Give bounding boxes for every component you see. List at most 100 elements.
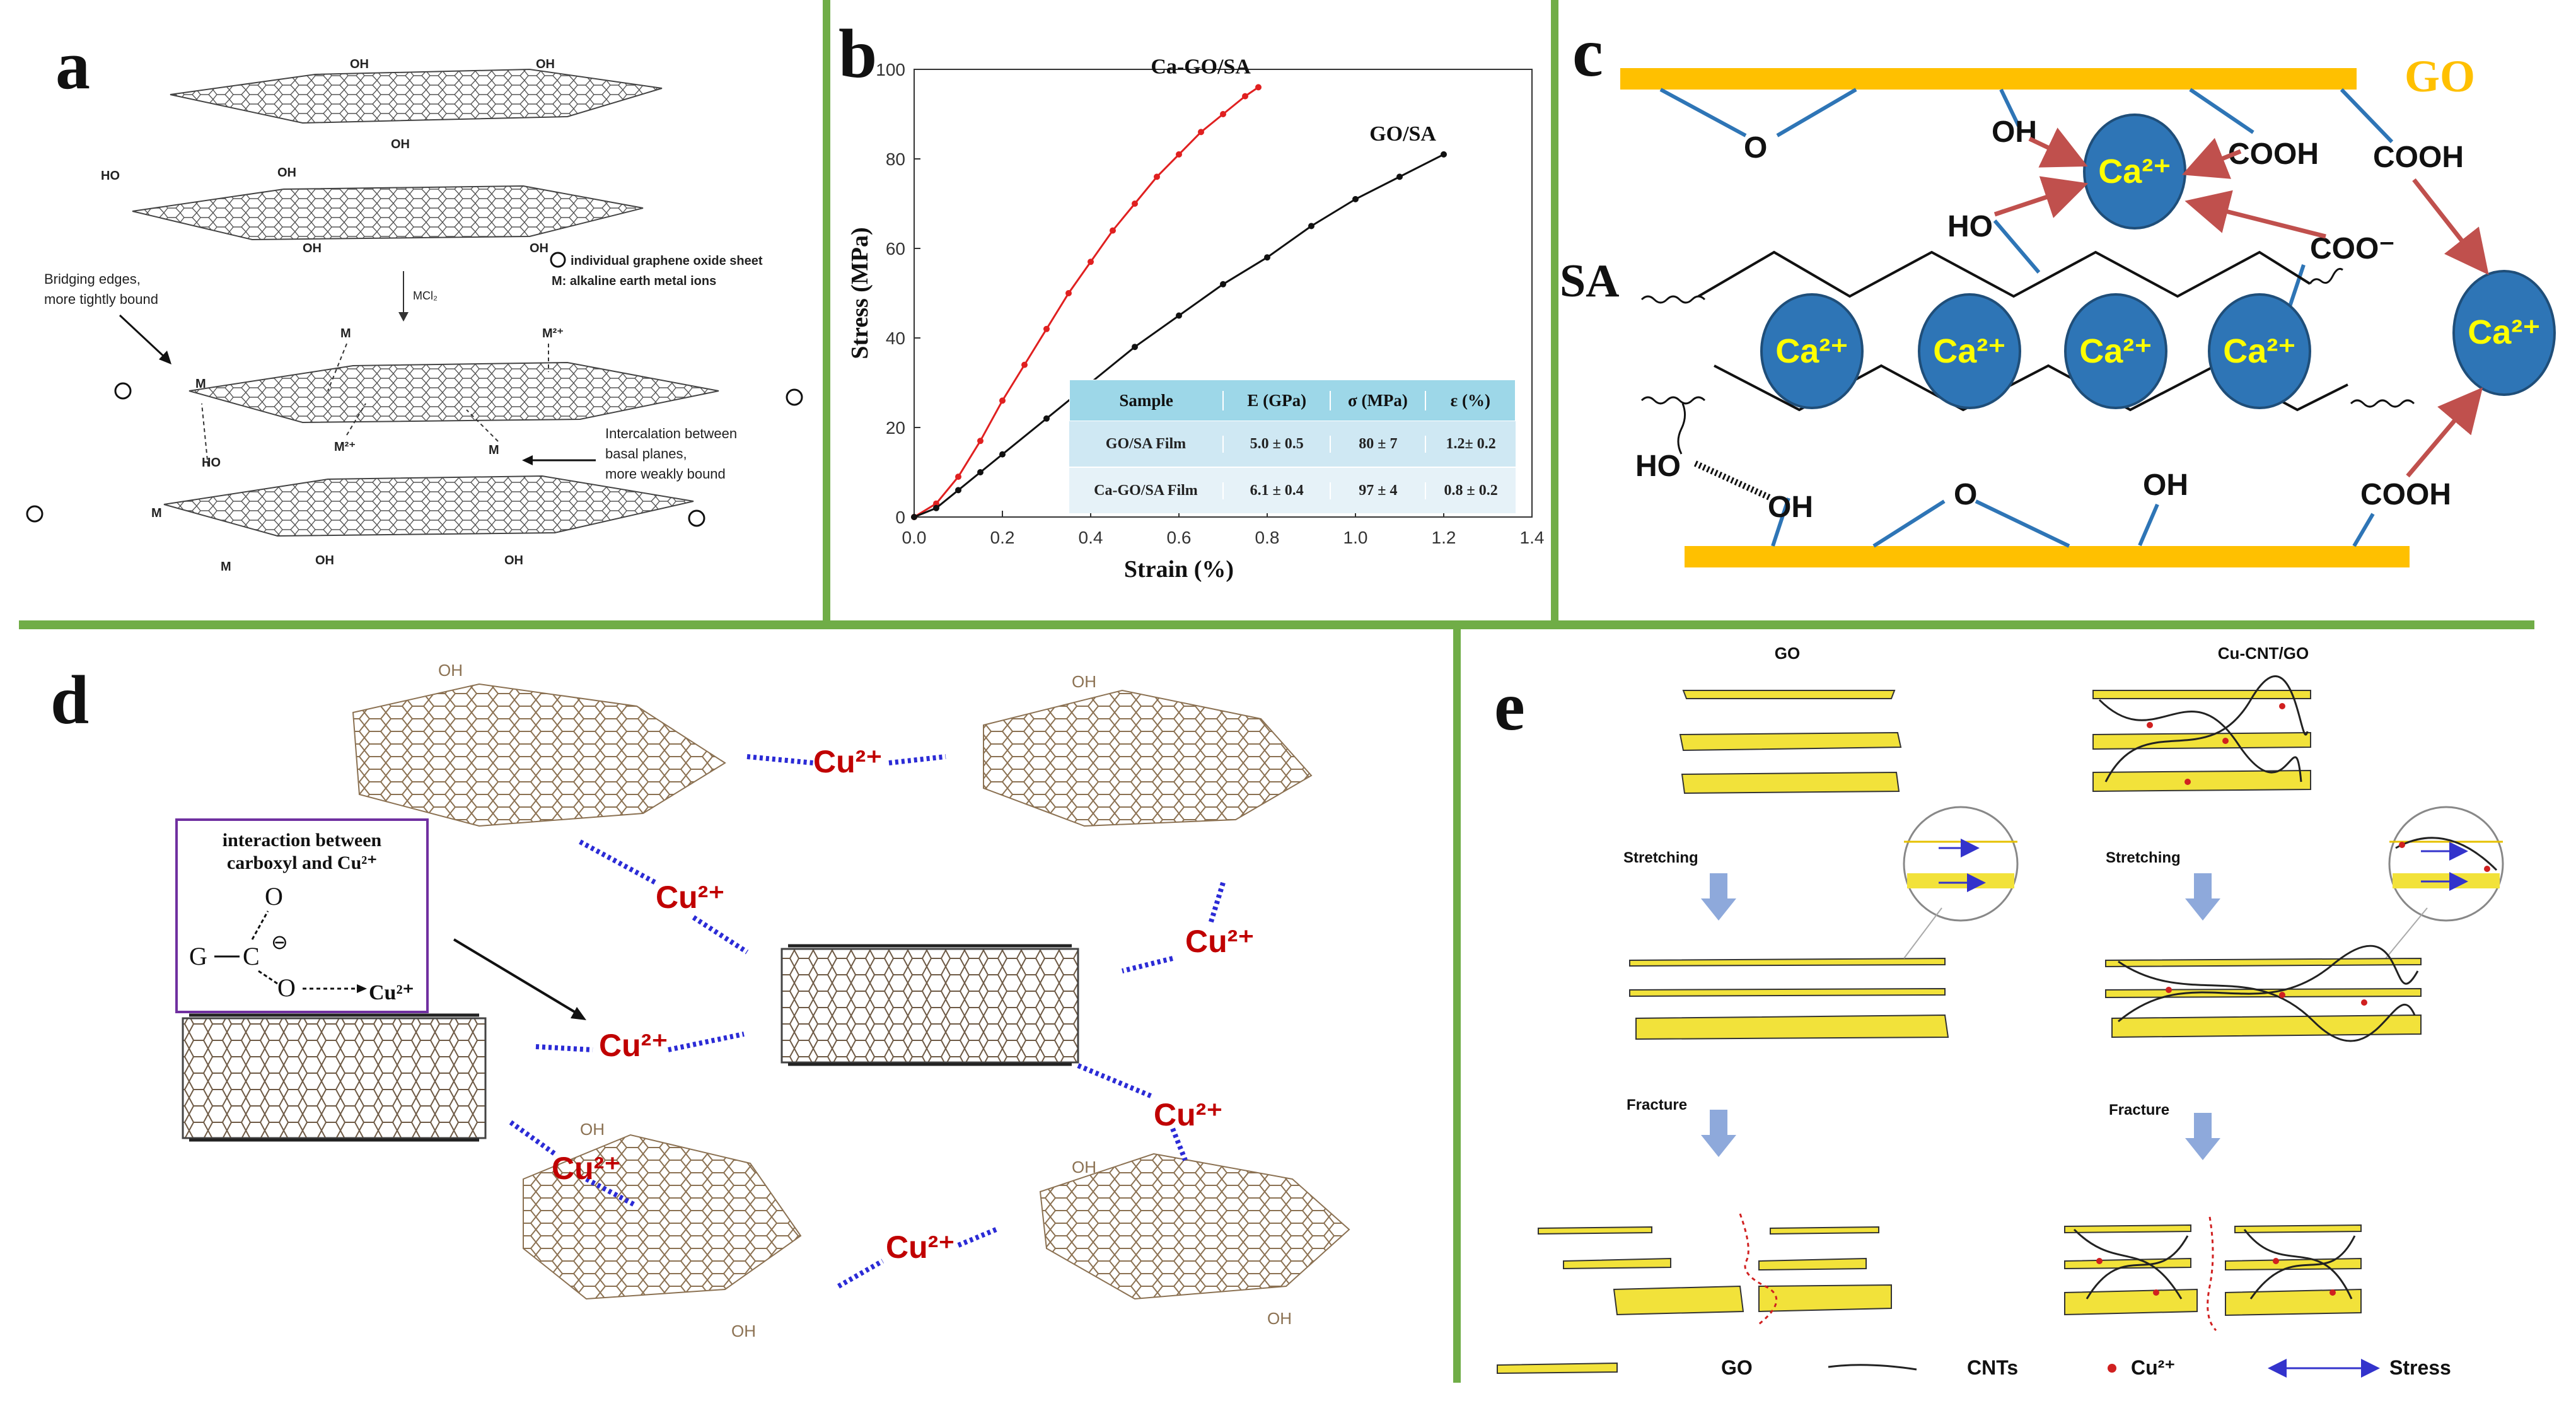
ca-ion-label: Ca²⁺ xyxy=(2468,313,2541,351)
sa-chain-top xyxy=(1697,250,2311,298)
cu-ion: Cu²⁺ xyxy=(599,1028,668,1063)
series-label: Ca-GO/SA xyxy=(1151,55,1251,78)
go-sheet-1 xyxy=(170,68,663,124)
reagent-label: MCl₂ xyxy=(413,289,438,302)
c-cooh-bottom: COOH xyxy=(2360,478,2451,511)
x-tick-label: 1.4 xyxy=(1520,528,1545,547)
panel-e: e GO Cu-CNT/GO Stretching Stretching Fra… xyxy=(1463,631,2576,1401)
ca-ion-label: Ca²⁺ xyxy=(2079,332,2152,370)
data-point xyxy=(1021,361,1028,368)
data-point xyxy=(1198,129,1204,136)
y-tick-label: 40 xyxy=(886,328,905,348)
stretching-label-go: Stretching xyxy=(1623,849,1698,866)
sheet2-oh-b: OH xyxy=(303,241,322,255)
data-point xyxy=(1242,93,1248,100)
c-ho-bottom: HO xyxy=(1635,450,1681,483)
bridging-line-1: Bridging edges, xyxy=(44,271,141,287)
cu-fractured xyxy=(2064,1224,2362,1317)
data-point xyxy=(1220,281,1226,288)
x-tick-label: 0.4 xyxy=(1079,528,1103,547)
box-title-2: carboxyl and Cu²⁺ xyxy=(227,852,377,873)
panel-label-a: a xyxy=(55,26,90,103)
table-cell: 0.8 ± 0.2 xyxy=(1425,482,1516,499)
box-o-bottom: O xyxy=(277,974,296,1002)
data-point xyxy=(933,500,939,507)
fracture-label-cu: Fracture xyxy=(2109,1102,2169,1119)
data-point xyxy=(1043,325,1050,332)
y-tick-label: 0 xyxy=(895,508,905,527)
stretching-label-cu: Stretching xyxy=(2106,849,2181,866)
stretch-arrow-cu xyxy=(2185,873,2220,921)
intercalation-line-1: Intercalation between xyxy=(605,426,737,441)
divider-vertical-ab xyxy=(823,0,830,624)
sheet3-m2: M²⁺ xyxy=(542,327,564,340)
data-point xyxy=(999,397,1006,404)
sheet2-ho: HO xyxy=(101,169,120,183)
ca-ion-chain-4: Ca²⁺ xyxy=(2208,293,2311,409)
go-fractured xyxy=(1538,1226,1892,1316)
plot-frame xyxy=(914,69,1533,518)
data-point xyxy=(1396,173,1403,180)
ca-ion-label: Ca²⁺ xyxy=(1775,332,1848,370)
divider-vertical-bc xyxy=(1551,0,1558,624)
ca-ion-right: Ca²⁺ xyxy=(2452,270,2556,396)
ca-ion-label: Ca²⁺ xyxy=(2098,153,2171,190)
data-point xyxy=(977,438,983,445)
legend-cu-swatch xyxy=(2108,1364,2116,1373)
divider-vertical-de xyxy=(1453,629,1461,1383)
sheet3-m-left: M xyxy=(195,377,206,391)
cu-ion: Cu²⁺ xyxy=(886,1230,955,1265)
x-tick-label: 0.2 xyxy=(990,528,1015,547)
sheet4-m: M xyxy=(221,560,231,574)
box-title-1: interaction between xyxy=(223,830,382,851)
bridging-line-2: more tightly bound xyxy=(44,291,158,307)
c-o-top: O xyxy=(1744,131,1767,165)
sheet3-m-b: M xyxy=(489,443,499,457)
data-point xyxy=(1065,290,1072,296)
intercalation-line-3: more weakly bound xyxy=(605,466,726,482)
go-sheet-2 xyxy=(132,185,644,241)
go-layer-bottom xyxy=(1685,546,2410,567)
box-g: G xyxy=(189,942,207,970)
y-tick-label: 100 xyxy=(876,60,905,79)
table-cell: 97 ± 4 xyxy=(1330,482,1425,499)
data-point xyxy=(1132,344,1138,351)
data-point xyxy=(911,514,917,520)
intercalation-line-2: basal planes, xyxy=(605,446,687,462)
cu-stack-initial xyxy=(2092,675,2311,793)
interaction-box xyxy=(175,818,429,1013)
table-row: Ca-GO/SA Film 6.1 ± 0.4 97 ± 4 0.8 ± 0.2 xyxy=(1069,468,1516,513)
fracture-line-go xyxy=(1739,1213,1778,1325)
data-point xyxy=(1255,84,1262,91)
d-oh-2: OH xyxy=(1072,672,1096,691)
x-axis-label: Strain (%) xyxy=(1124,556,1234,583)
sheet3-m: M xyxy=(340,327,351,340)
legend-metal: M: alkaline earth metal ions xyxy=(552,274,716,288)
mechanical-table: Sample E (GPa) σ (MPa) ε (%) GO/SA Film … xyxy=(1069,380,1516,513)
y-tick-label: 80 xyxy=(886,149,905,169)
panel-d: d OH OH OH OH OH OH xyxy=(0,631,1450,1401)
c-oh-bottom-2: OH xyxy=(2143,468,2188,502)
legend-cnt: CNTs xyxy=(1967,1356,2018,1379)
legend-cu: Cu²⁺ xyxy=(2131,1356,2175,1379)
ca-ion-chain-3: Ca²⁺ xyxy=(2064,293,2167,409)
go-layer-top xyxy=(1620,68,2357,90)
data-point xyxy=(1441,151,1447,158)
sa-label: SA xyxy=(1560,255,1620,307)
table-cell: GO/SA Film xyxy=(1105,435,1186,452)
table-cell: Ca-GO/SA Film xyxy=(1094,482,1198,499)
cu-ion: Cu²⁺ xyxy=(1154,1097,1223,1132)
data-point xyxy=(955,474,961,480)
d-oh-4: OH xyxy=(1072,1158,1096,1177)
table-header-strength: σ (MPa) xyxy=(1330,390,1424,410)
panel-label-e: e xyxy=(1494,668,1525,745)
sheet2-oh-a: OH xyxy=(277,166,296,180)
x-tick-label: 1.0 xyxy=(1343,528,1368,547)
c-o-bottom: O xyxy=(1954,478,1977,511)
fracture-line-cu xyxy=(2207,1216,2217,1332)
data-point xyxy=(955,487,961,494)
panel-d-diagram: OH OH OH OH OH OH Cu²⁺ Cu²⁺ xyxy=(175,661,1350,1340)
table-cell: 6.1 ± 0.4 xyxy=(1222,482,1330,499)
table-cell: 80 ± 7 xyxy=(1330,435,1425,453)
